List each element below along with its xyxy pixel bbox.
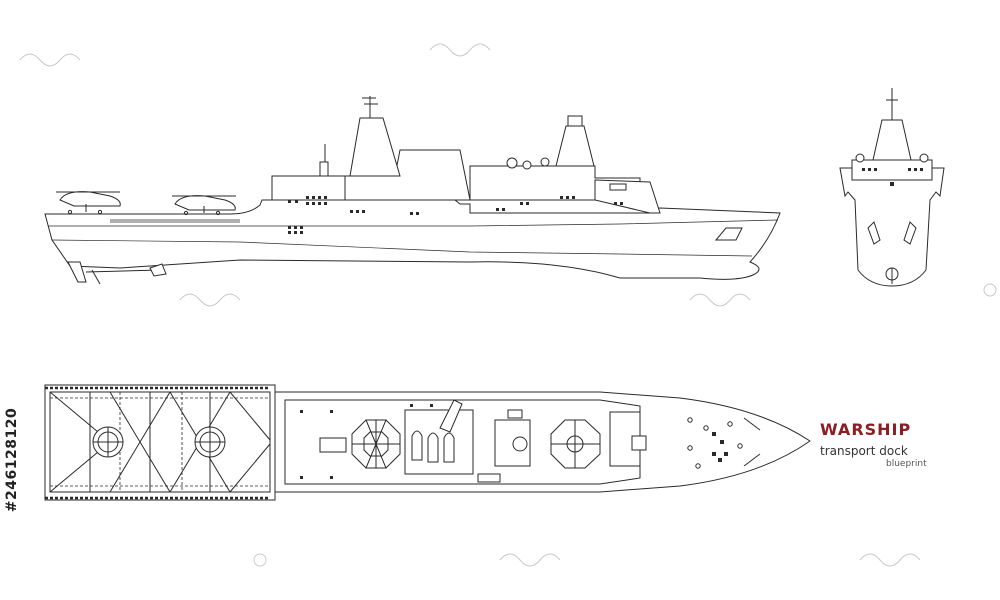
front-mast (872, 119, 912, 161)
stock-id-label: #246128120 (2, 360, 22, 560)
side-helicopter-1 (56, 191, 121, 215)
top-forward-mast (351, 419, 401, 469)
top-flight-deck (49, 391, 271, 493)
top-view (44, 384, 811, 501)
side-helicopter-2 (172, 195, 236, 216)
stock-watermark-icon (19, 43, 997, 567)
title: WARSHIP (820, 420, 912, 439)
subtitle: transport dock (820, 444, 908, 458)
side-forward-mast (349, 117, 401, 177)
stock-id-text: #246128120 (4, 407, 20, 513)
side-aft-mast (555, 125, 595, 167)
top-aft-mast (550, 419, 601, 469)
title-block: WARSHIP transport dock blueprint (820, 420, 970, 469)
front-view (839, 88, 945, 287)
caption: blueprint (886, 459, 927, 469)
side-view (44, 96, 781, 285)
front-hull (839, 167, 945, 287)
